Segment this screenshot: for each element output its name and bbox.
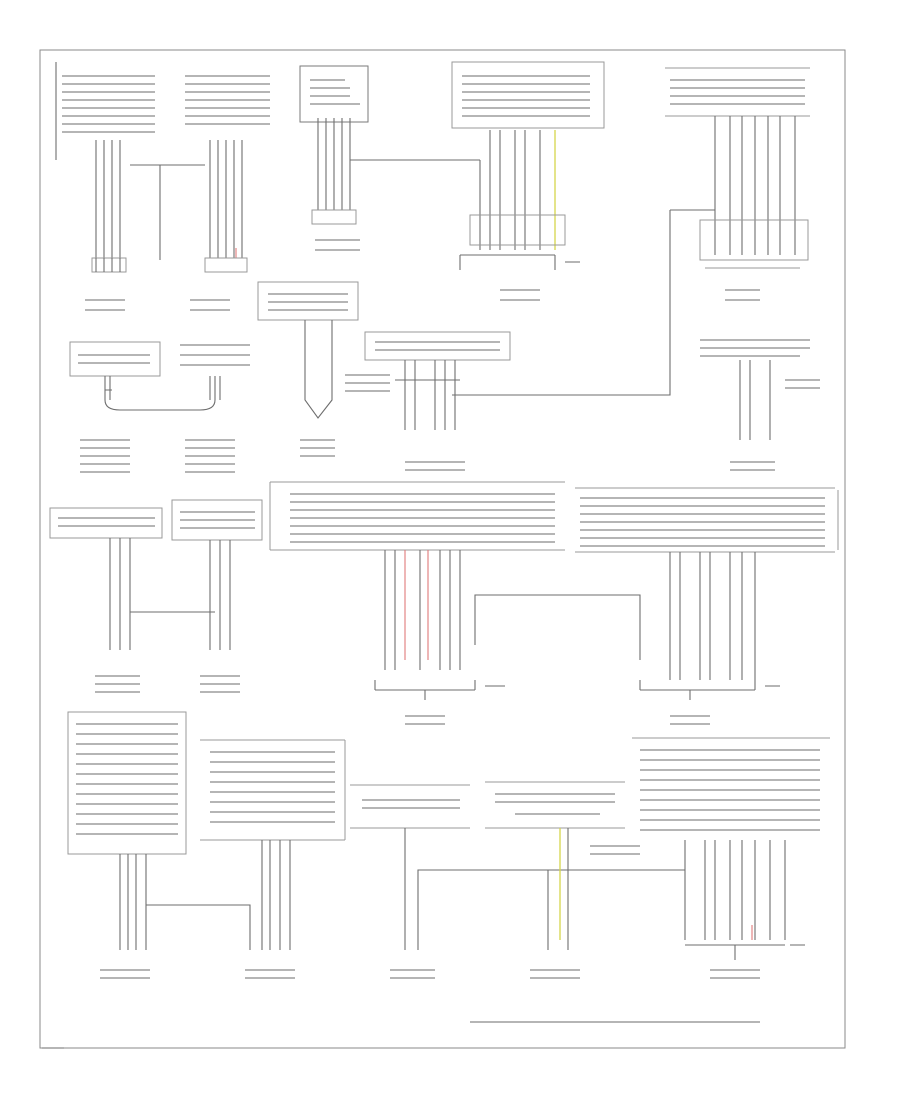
- connector-b: [204, 257, 248, 273]
- component-block-i: [700, 339, 820, 471]
- component-block-m: [575, 487, 839, 725]
- component-block-b: [160, 75, 270, 273]
- component-block-q: [485, 781, 625, 979]
- component-block-r: [590, 737, 830, 979]
- component-block-e: [452, 67, 810, 396]
- component-block-g: [257, 281, 359, 457]
- label-block-r: [640, 749, 820, 831]
- label-ground-f: [80, 439, 235, 473]
- connector-a: [91, 257, 127, 273]
- label-block-l: [290, 493, 555, 543]
- component-block-a: [55, 62, 161, 273]
- label-block-c: [310, 79, 360, 105]
- label-block-a: [62, 75, 155, 133]
- label-block-e: [670, 79, 805, 105]
- component-block-d: [451, 61, 605, 301]
- component-block-o: [200, 739, 346, 979]
- diagram-frame: [39, 49, 846, 1049]
- component-block-c: [299, 65, 480, 251]
- label-block-b: [185, 75, 270, 125]
- component-block-h: [345, 331, 511, 471]
- component-block-l: [269, 481, 641, 725]
- label-block-d: [462, 75, 590, 117]
- label-block-n: [76, 723, 178, 835]
- label-block-m: [580, 497, 825, 547]
- component-block-n: [67, 711, 251, 979]
- label-block-o: [210, 751, 335, 823]
- component-block-f: [69, 299, 250, 473]
- component-block-p: [350, 784, 685, 979]
- component-block-j: [49, 507, 215, 693]
- component-block-k: [171, 499, 263, 693]
